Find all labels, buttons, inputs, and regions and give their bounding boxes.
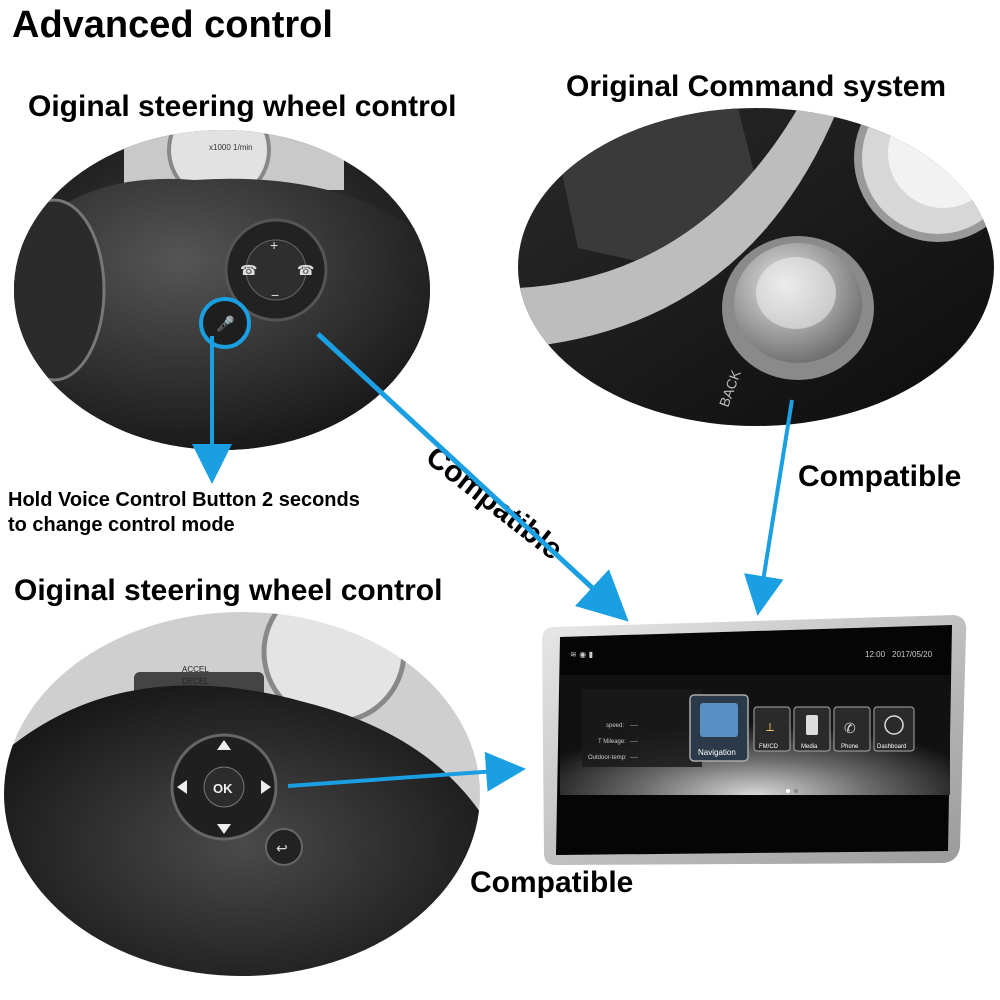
voice-note-line2: to change control mode bbox=[8, 514, 235, 536]
compatible-label-bottom: Compatible bbox=[470, 866, 634, 899]
page-dot-1[interactable] bbox=[786, 789, 790, 793]
steering-wheel-bottom-photo: ACCEL DECEL OK ↩ bbox=[4, 612, 480, 976]
voice-button-icon: 🎤 bbox=[216, 314, 235, 333]
app-dashboard-label: Dashboard bbox=[877, 744, 906, 750]
app-navigation-label: Navigation bbox=[698, 748, 736, 757]
screen-time: 12:00 bbox=[865, 650, 886, 659]
gauge-label: x1000 1/min bbox=[209, 143, 253, 152]
voice-note: Hold Voice Control Button 2 seconds to c… bbox=[8, 488, 360, 538]
gauge-icon bbox=[884, 715, 904, 735]
svg-text:−: − bbox=[271, 287, 279, 303]
app-navigation[interactable]: Navigation bbox=[689, 694, 749, 762]
heading-top-steering: Oiginal steering wheel control bbox=[28, 90, 457, 123]
info-temp-value: ---- bbox=[630, 755, 638, 761]
svg-text:+: + bbox=[270, 237, 278, 253]
steering-wheel-top-photo: x1000 1/min + − ☎ ☎ 🎤 bbox=[14, 130, 430, 450]
heading-command-system: Original Command system bbox=[566, 70, 947, 103]
app-media-label: Media bbox=[801, 744, 818, 750]
screen-date: 2017/05/20 bbox=[892, 650, 933, 659]
svg-text:☎: ☎ bbox=[240, 263, 257, 279]
info-temp-label: Outdoor-temp: bbox=[588, 755, 627, 761]
app-fmcd[interactable]: ⟂ FM/CD bbox=[753, 706, 791, 752]
app-phone[interactable]: ✆ Phone bbox=[833, 706, 871, 752]
media-player-icon bbox=[806, 715, 818, 735]
info-mileage-label: T Mileage: bbox=[598, 739, 626, 745]
compatible-label-diagonal: Compatible bbox=[419, 440, 569, 567]
heading-bottom-steering: Oiginal steering wheel control bbox=[14, 574, 443, 607]
head-unit-screen: 12:00 2017/05/20 ≋ ◉ ▮ speed: ---- T Mil… bbox=[540, 615, 968, 867]
stalk-decel: DECEL bbox=[182, 677, 209, 686]
app-fmcd-label: FM/CD bbox=[759, 744, 779, 750]
app-media[interactable]: Media bbox=[793, 706, 831, 752]
radio-icon: ⟂ bbox=[766, 720, 774, 734]
info-speed-label: speed: bbox=[606, 723, 624, 729]
info-mileage-value: ---- bbox=[630, 739, 638, 745]
map-icon bbox=[700, 703, 738, 737]
phone-icon: ✆ bbox=[844, 721, 856, 737]
ok-label: OK bbox=[213, 781, 233, 796]
app-phone-label: Phone bbox=[841, 744, 859, 750]
arrow-command bbox=[744, 399, 794, 616]
page-dot-2[interactable] bbox=[794, 789, 798, 793]
app-dashboard[interactable]: Dashboard bbox=[873, 706, 915, 752]
page-title: Advanced control bbox=[12, 4, 333, 46]
info-speed-value: ---- bbox=[630, 723, 638, 729]
back-button-icon: ↩ bbox=[276, 841, 288, 857]
command-system-photo: BACK bbox=[518, 108, 994, 426]
status-icons: ≋ ◉ ▮ bbox=[570, 650, 593, 659]
svg-text:☎: ☎ bbox=[297, 263, 314, 279]
compatible-label-right: Compatible bbox=[798, 460, 962, 493]
voice-note-line1: Hold Voice Control Button 2 seconds bbox=[8, 489, 360, 511]
stalk-accel: ACCEL bbox=[182, 665, 209, 674]
